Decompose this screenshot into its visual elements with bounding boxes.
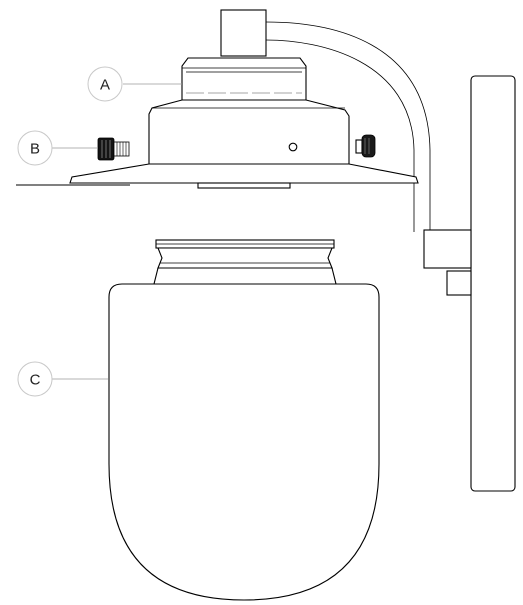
callout-c-circle (17, 361, 53, 397)
callout-a-label: A (100, 77, 110, 94)
callout-c: C (17, 361, 108, 397)
fitter-body (148, 99, 376, 165)
thumb-screw (97, 137, 130, 161)
wall-backplate (446, 75, 516, 492)
callout-a-circle (87, 66, 123, 102)
callout-b: B (17, 130, 97, 166)
mounting-arm (265, 21, 472, 269)
fitter-stem (220, 9, 267, 57)
callout-b-circle (17, 130, 53, 166)
glass-shade (108, 239, 380, 601)
callout-c-label: C (30, 372, 41, 389)
fitter-flange (69, 163, 419, 189)
fitter-cap (181, 57, 307, 101)
callout-a: A (87, 66, 182, 102)
callout-b-label: B (30, 141, 40, 158)
